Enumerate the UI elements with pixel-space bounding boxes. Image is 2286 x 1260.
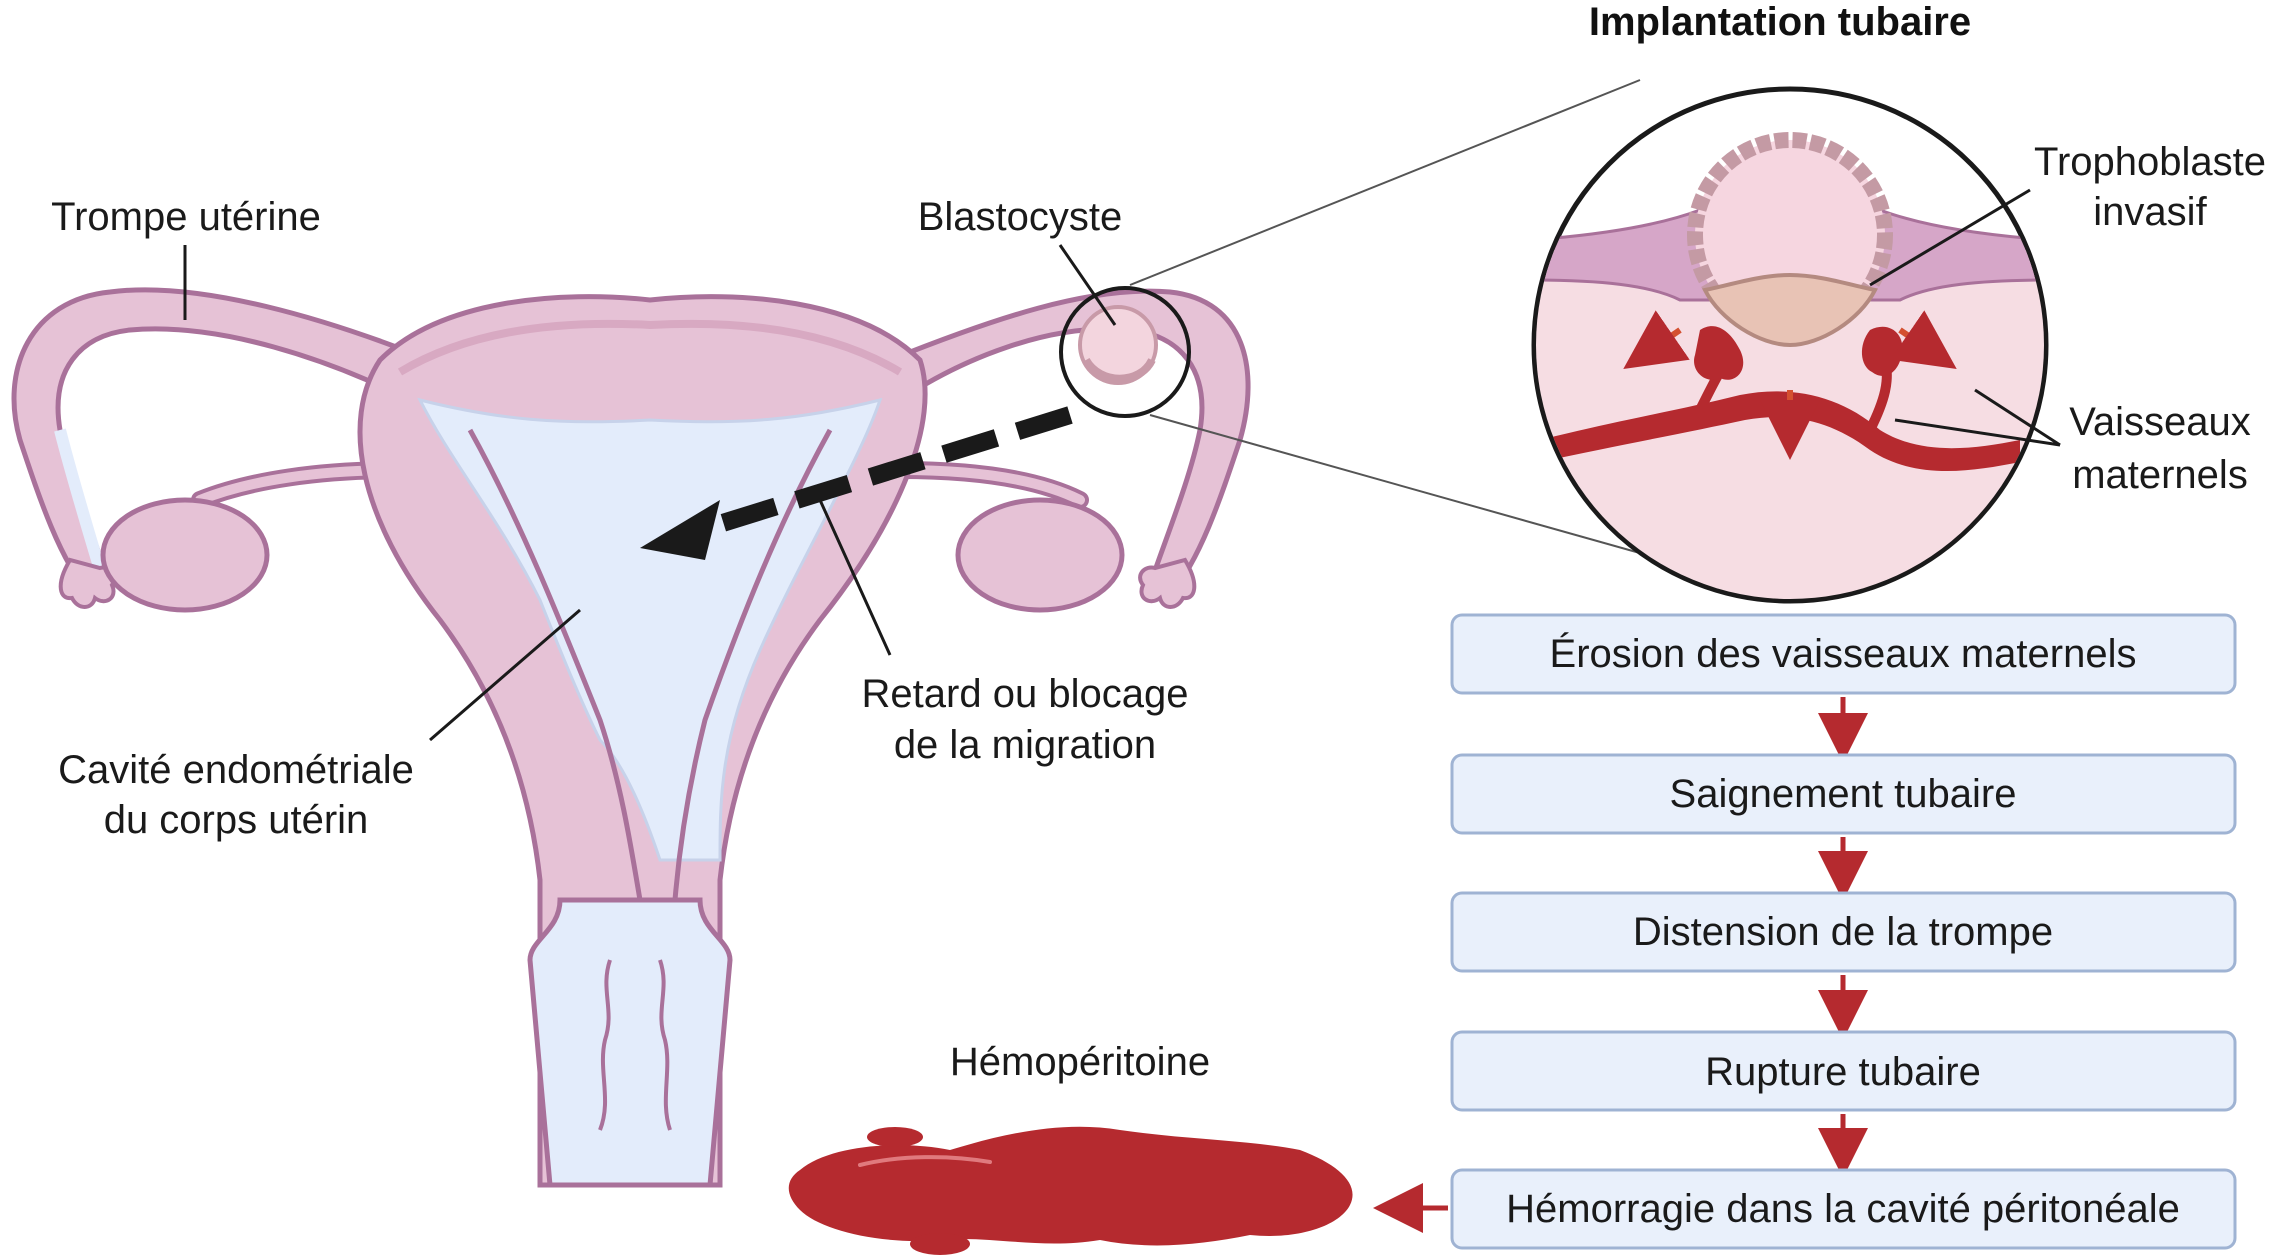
label-hemoperitoine: Hémopéritoine [950,1040,1210,1084]
hemoperitoneum-pool [788,1126,1353,1255]
zoom-line-bottom [1149,414,1701,571]
retard-pointer [818,499,892,656]
trophoblast-cell-mass [1702,272,1878,348]
label-cavite-line2: du corps utérin [104,798,369,842]
inset-title: Implantation tubaire [1589,0,1971,44]
right-ovary [955,497,1125,613]
flow-step-1-text: Érosion des vaisseaux maternels [1550,631,2137,676]
implantation-inset [1531,86,2061,604]
blastocyst-in-tube [1059,286,1191,418]
flowchart: Érosion des vaisseaux maternels Saigneme… [1373,613,2237,1250]
label-trophoblaste-line1: Trophoblaste [2034,140,2266,184]
migration-arrow [640,406,1073,560]
zoom-line-top [1129,79,1641,286]
label-trompe: Trompe utérine [51,195,321,239]
cavite-pointer [429,608,581,742]
trophoblast-pointer [1869,188,2031,287]
label-vaisseaux-line1: Vaisseaux [2069,400,2251,444]
flow-step-5: Hémorragie dans la cavité péritonéale [1450,1168,2237,1250]
flow-step-2-text: Saignement tubaire [1670,772,2017,816]
left-ovary [100,497,270,613]
flow-step-2: Saignement tubaire [1450,753,2237,835]
flow-step-3-text: Distension de la trompe [1633,910,2053,954]
blastocyste-pointer [1058,244,1117,326]
right-fimbriae [1138,557,1197,609]
label-cavite-line1: Cavité endométriale [58,748,414,792]
flow-step-4: Rupture tubaire [1450,1030,2237,1112]
label-blastocyste: Blastocyste [918,195,1123,239]
flow-step-4-text: Rupture tubaire [1705,1050,1981,1094]
label-retard-line1: Retard ou blocage [862,672,1189,716]
flow-step-5-text: Hémorragie dans la cavité péritonéale [1506,1187,2180,1231]
flow-step-1: Érosion des vaisseaux maternels [1450,613,2237,695]
label-trophoblaste-line2: invasif [2093,190,2207,234]
label-retard-line2: de la migration [894,723,1156,767]
maternal-vessels [1540,391,2020,472]
cervix [527,897,733,1188]
vessels-pointer-1 [1894,418,2061,447]
label-vaisseaux-line2: maternels [2072,453,2248,497]
flow-step-3: Distension de la trompe [1450,891,2237,973]
magnifier-circle [1059,286,1191,418]
vessels-pointer-2 [1974,388,2061,447]
